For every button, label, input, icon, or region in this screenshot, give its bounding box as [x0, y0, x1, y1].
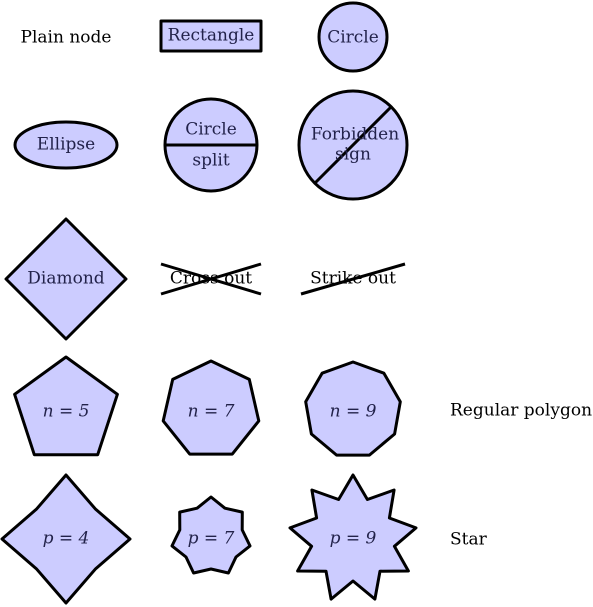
circle-split-shape	[163, 97, 259, 193]
strike-out-label: Strike out	[310, 268, 396, 289]
plain-node-label: Plain node	[20, 27, 112, 48]
regular-polygon-label: Regular polygon	[450, 400, 593, 421]
star-7-label: p = 7	[187, 528, 235, 549]
circle-split-bottom-label: split	[192, 150, 230, 171]
polygon-5-shape	[13, 355, 119, 457]
circle-label: Circle	[327, 27, 379, 48]
forbidden-sign-line-2: sign	[335, 145, 371, 165]
polygon-5-label: n = 5	[42, 401, 90, 422]
star-4-label: p = 4	[42, 528, 90, 549]
ellipse-label: Ellipse	[36, 134, 96, 155]
star-4-shape	[0, 473, 132, 605]
star-7-shape	[170, 495, 252, 575]
ellipse-shape	[13, 120, 119, 170]
cross-out-lines	[160, 262, 262, 296]
polygon-9-label: n = 9	[329, 401, 377, 422]
polygon-7-label: n = 7	[187, 401, 235, 422]
star-9-label: p = 9	[329, 528, 377, 549]
diamond-label: Diamond	[27, 268, 105, 289]
rectangle-shape	[159, 19, 263, 53]
forbidden-sign-line-1: Forbidden	[310, 124, 400, 145]
circle-split-top-label: Circle	[185, 119, 237, 140]
forbidden-sign-label: Forbidden sign	[300, 125, 410, 166]
polygon-9-shape	[304, 360, 402, 457]
star-9-shape	[288, 473, 418, 601]
star-label: Star	[450, 529, 487, 550]
diamond-shape	[4, 217, 128, 341]
circle-shape	[317, 1, 389, 73]
cross-out-label: Cross out	[169, 268, 253, 289]
polygon-7-shape	[161, 359, 261, 456]
rectangle-label: Rectangle	[167, 25, 255, 46]
forbidden-sign-shape	[297, 89, 409, 201]
strike-out-line	[300, 262, 406, 296]
